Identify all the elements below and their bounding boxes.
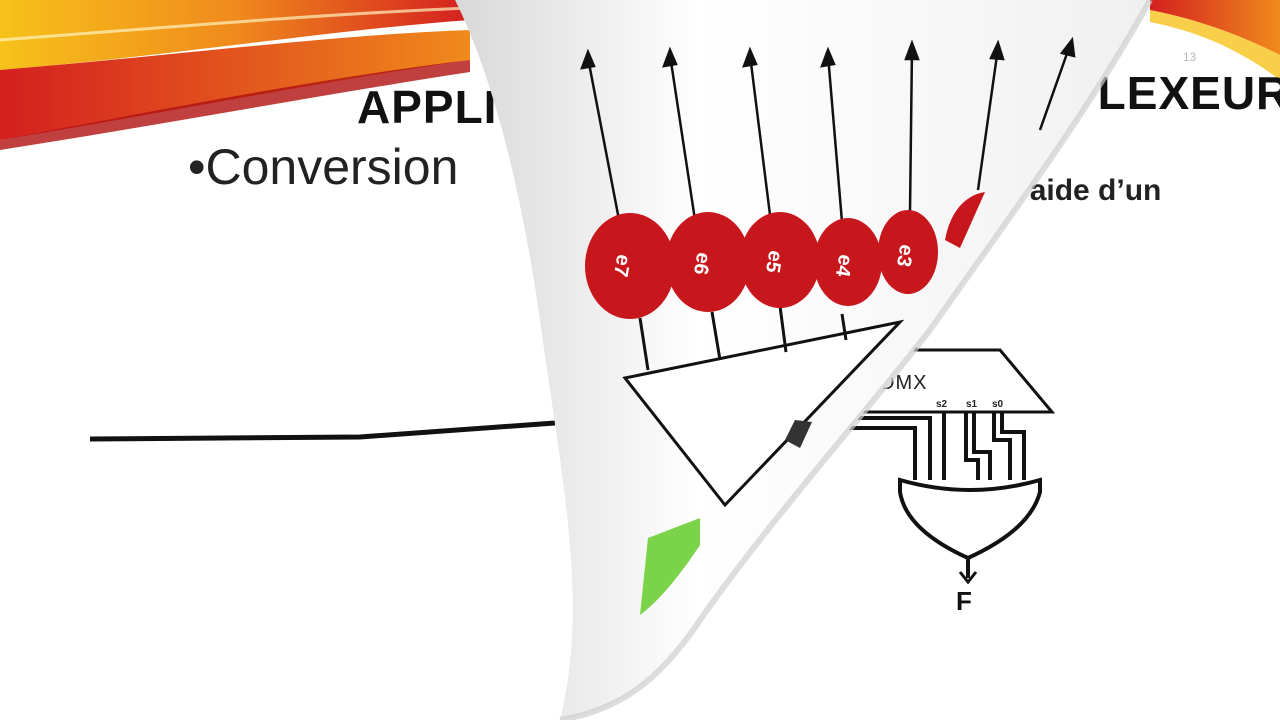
green-tab	[640, 518, 700, 615]
selector-label-s0: s0	[992, 399, 1004, 410]
or-gate	[898, 477, 1042, 561]
selector-label-s1: s1	[966, 399, 978, 410]
divider-line	[89, 420, 556, 442]
segment-e5	[740, 212, 820, 308]
segment-label-e3: e3	[891, 242, 918, 269]
segment-e6	[666, 212, 750, 312]
selector-label-s2: s2	[936, 399, 948, 410]
segment-e3	[878, 210, 938, 294]
segment-label-e4: e4	[830, 252, 857, 279]
decorative-ribbon-left	[0, 0, 471, 150]
output-arrow-icon	[958, 571, 978, 585]
segment-outputs	[585, 192, 985, 319]
segment-partial	[945, 192, 985, 248]
output-label: F	[956, 586, 972, 616]
bullet-text-left: •Conversion	[188, 139, 459, 195]
partial-glyph	[785, 420, 812, 448]
decorative-ribbon-right	[1150, 0, 1280, 80]
slide-title-left: APPLI	[357, 81, 498, 133]
segment-e4	[814, 218, 882, 306]
segment-label-e7: e7	[608, 252, 635, 279]
mirrored-demux-block	[622, 319, 905, 508]
segment-label-e5: e5	[760, 248, 787, 275]
segment-e7	[585, 213, 675, 319]
slide-number: 13	[1183, 50, 1197, 64]
segment-arrows	[580, 36, 1076, 226]
segment-wires	[638, 305, 848, 371]
segment-label-e6: e6	[688, 250, 715, 277]
